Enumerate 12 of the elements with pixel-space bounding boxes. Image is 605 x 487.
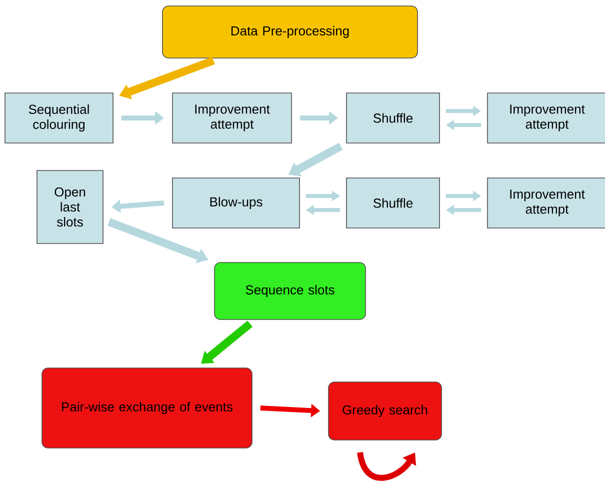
- process-box: Open last slots: [36, 170, 104, 244]
- step-box: Greedy search: [328, 382, 442, 440]
- process-box: Shuffle: [346, 178, 440, 228]
- process-box: Blow-ups: [172, 178, 300, 228]
- process-box: Improvement attempt: [172, 92, 292, 144]
- process-box: Improvement attempt: [487, 178, 605, 228]
- step-box: Sequence slots: [214, 262, 366, 320]
- step-box: Pair-wise exchange of events: [42, 368, 252, 448]
- step-box: Data Pre-processing: [162, 6, 418, 58]
- process-box: Improvement attempt: [487, 92, 605, 144]
- process-box: Sequential colouring: [4, 92, 114, 144]
- process-box: Shuffle: [346, 92, 440, 144]
